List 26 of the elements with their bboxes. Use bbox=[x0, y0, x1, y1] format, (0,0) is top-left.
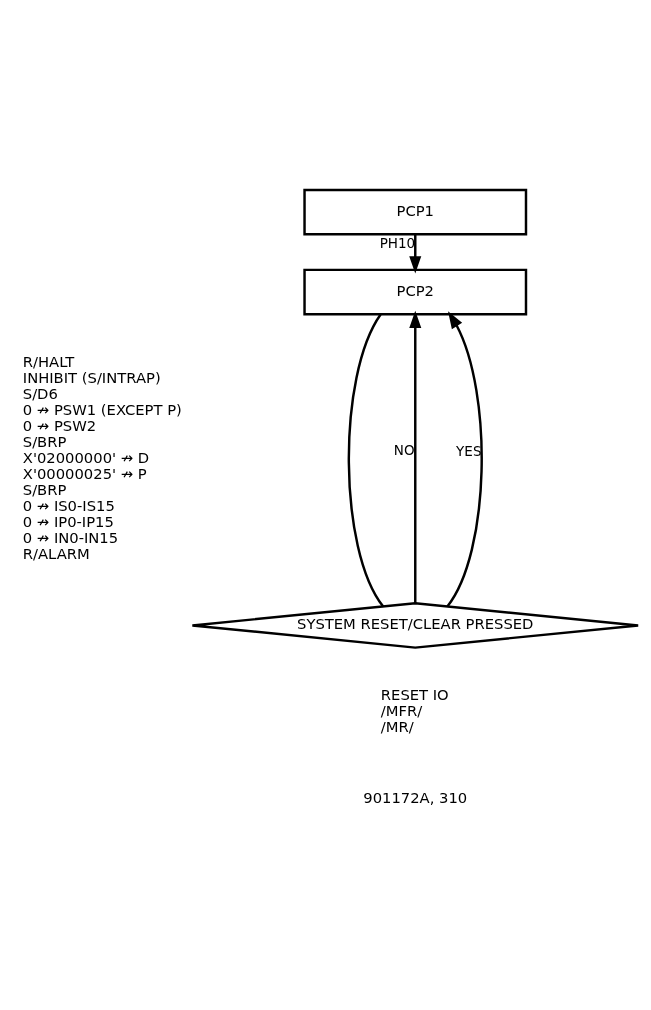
node-label: 0 ↛ PSW1 (EXCEPT P) bbox=[22, 400, 182, 418]
connector bbox=[347, 313, 385, 607]
node-label: S/BRP bbox=[22, 432, 67, 450]
node-box: PCP1 bbox=[303, 188, 528, 235]
arrow bbox=[409, 234, 422, 273]
node-label: 0 ↛ PSW2 bbox=[22, 416, 97, 434]
edge-label: NO bbox=[393, 441, 415, 458]
node-label: R/ALARM bbox=[22, 544, 90, 562]
node-label: 0 ↛ IP0-IP15 bbox=[22, 512, 114, 530]
label: /MFR/ bbox=[380, 701, 423, 719]
arrow bbox=[446, 310, 483, 607]
node-label: 0 ↛ IN0-IN15 bbox=[22, 528, 119, 546]
node-label: X'02000000' ↛ D bbox=[22, 448, 150, 466]
label: 901172A, 310 bbox=[363, 788, 468, 806]
edge-label: PH10 bbox=[379, 234, 416, 251]
label: /MR/ bbox=[380, 717, 414, 735]
node-label: X'00000025' ↛ P bbox=[22, 464, 147, 482]
label: RESET IO bbox=[380, 685, 449, 703]
node-diamond: SYSTEM RESET/CLEAR PRESSED bbox=[191, 601, 640, 649]
node-label: S/D6 bbox=[22, 384, 58, 402]
arrow bbox=[409, 310, 422, 603]
node-label: INHIBIT (S/INTRAP) bbox=[22, 368, 161, 386]
node-label: 0 ↛ IS0-IS15 bbox=[22, 496, 115, 514]
node-label: S/BRP bbox=[22, 480, 67, 498]
node-label: R/HALT bbox=[22, 352, 75, 370]
node-box: PCP2 bbox=[303, 268, 528, 315]
